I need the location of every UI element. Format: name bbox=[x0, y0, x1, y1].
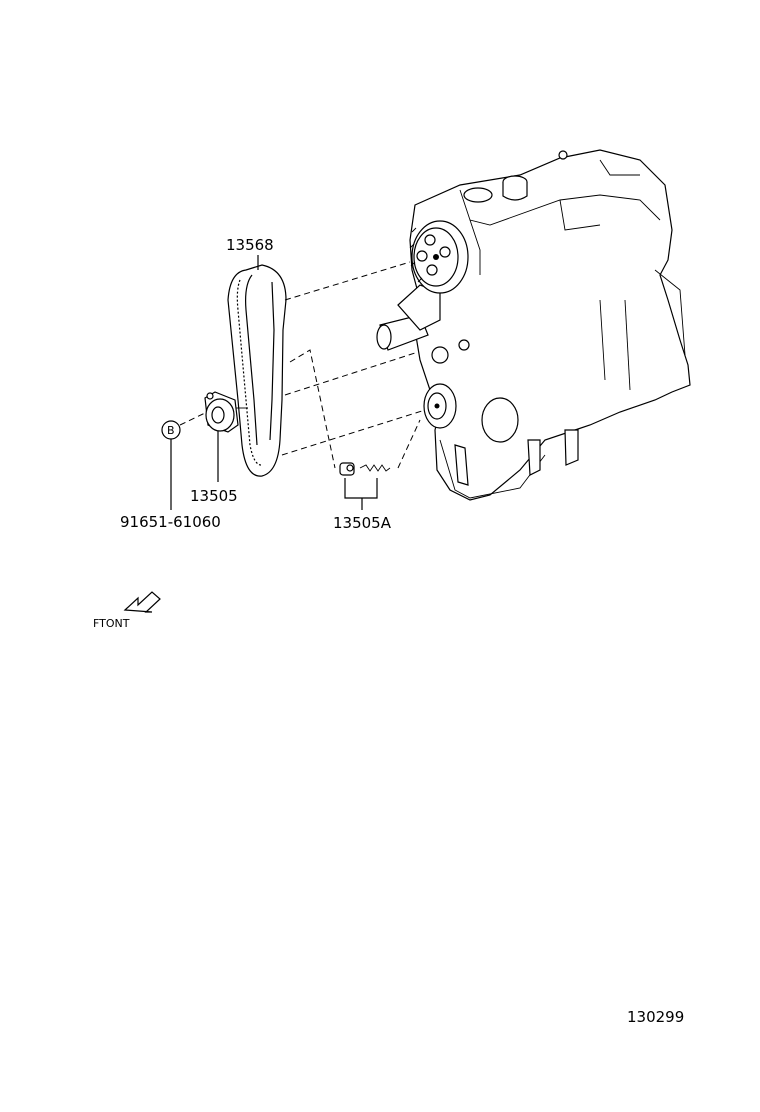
svg-text:B: B bbox=[167, 424, 175, 437]
front-arrow-icon bbox=[123, 591, 161, 613]
tensioner-pulley-icon bbox=[204, 391, 246, 433]
kit-callout: 13505A bbox=[333, 514, 392, 532]
tensioner-callout: 13505 bbox=[190, 487, 238, 505]
direction-label: FTONT bbox=[93, 617, 130, 630]
camshaft-pulley-icon bbox=[409, 220, 469, 294]
engine-block-icon bbox=[376, 149, 691, 501]
callout-leaders bbox=[170, 255, 378, 510]
dashed-leaders bbox=[179, 261, 426, 469]
circle-reference-marker: B bbox=[161, 420, 181, 440]
timing-belt-icon bbox=[227, 264, 287, 477]
belt-callout: 13568 bbox=[226, 236, 274, 254]
illustration-number: 130299 bbox=[627, 1008, 684, 1026]
crankshaft-pulley-icon bbox=[423, 383, 457, 429]
tensioner-spring-icon bbox=[339, 462, 391, 476]
bolt-callout: 91651-61060 bbox=[120, 513, 221, 531]
